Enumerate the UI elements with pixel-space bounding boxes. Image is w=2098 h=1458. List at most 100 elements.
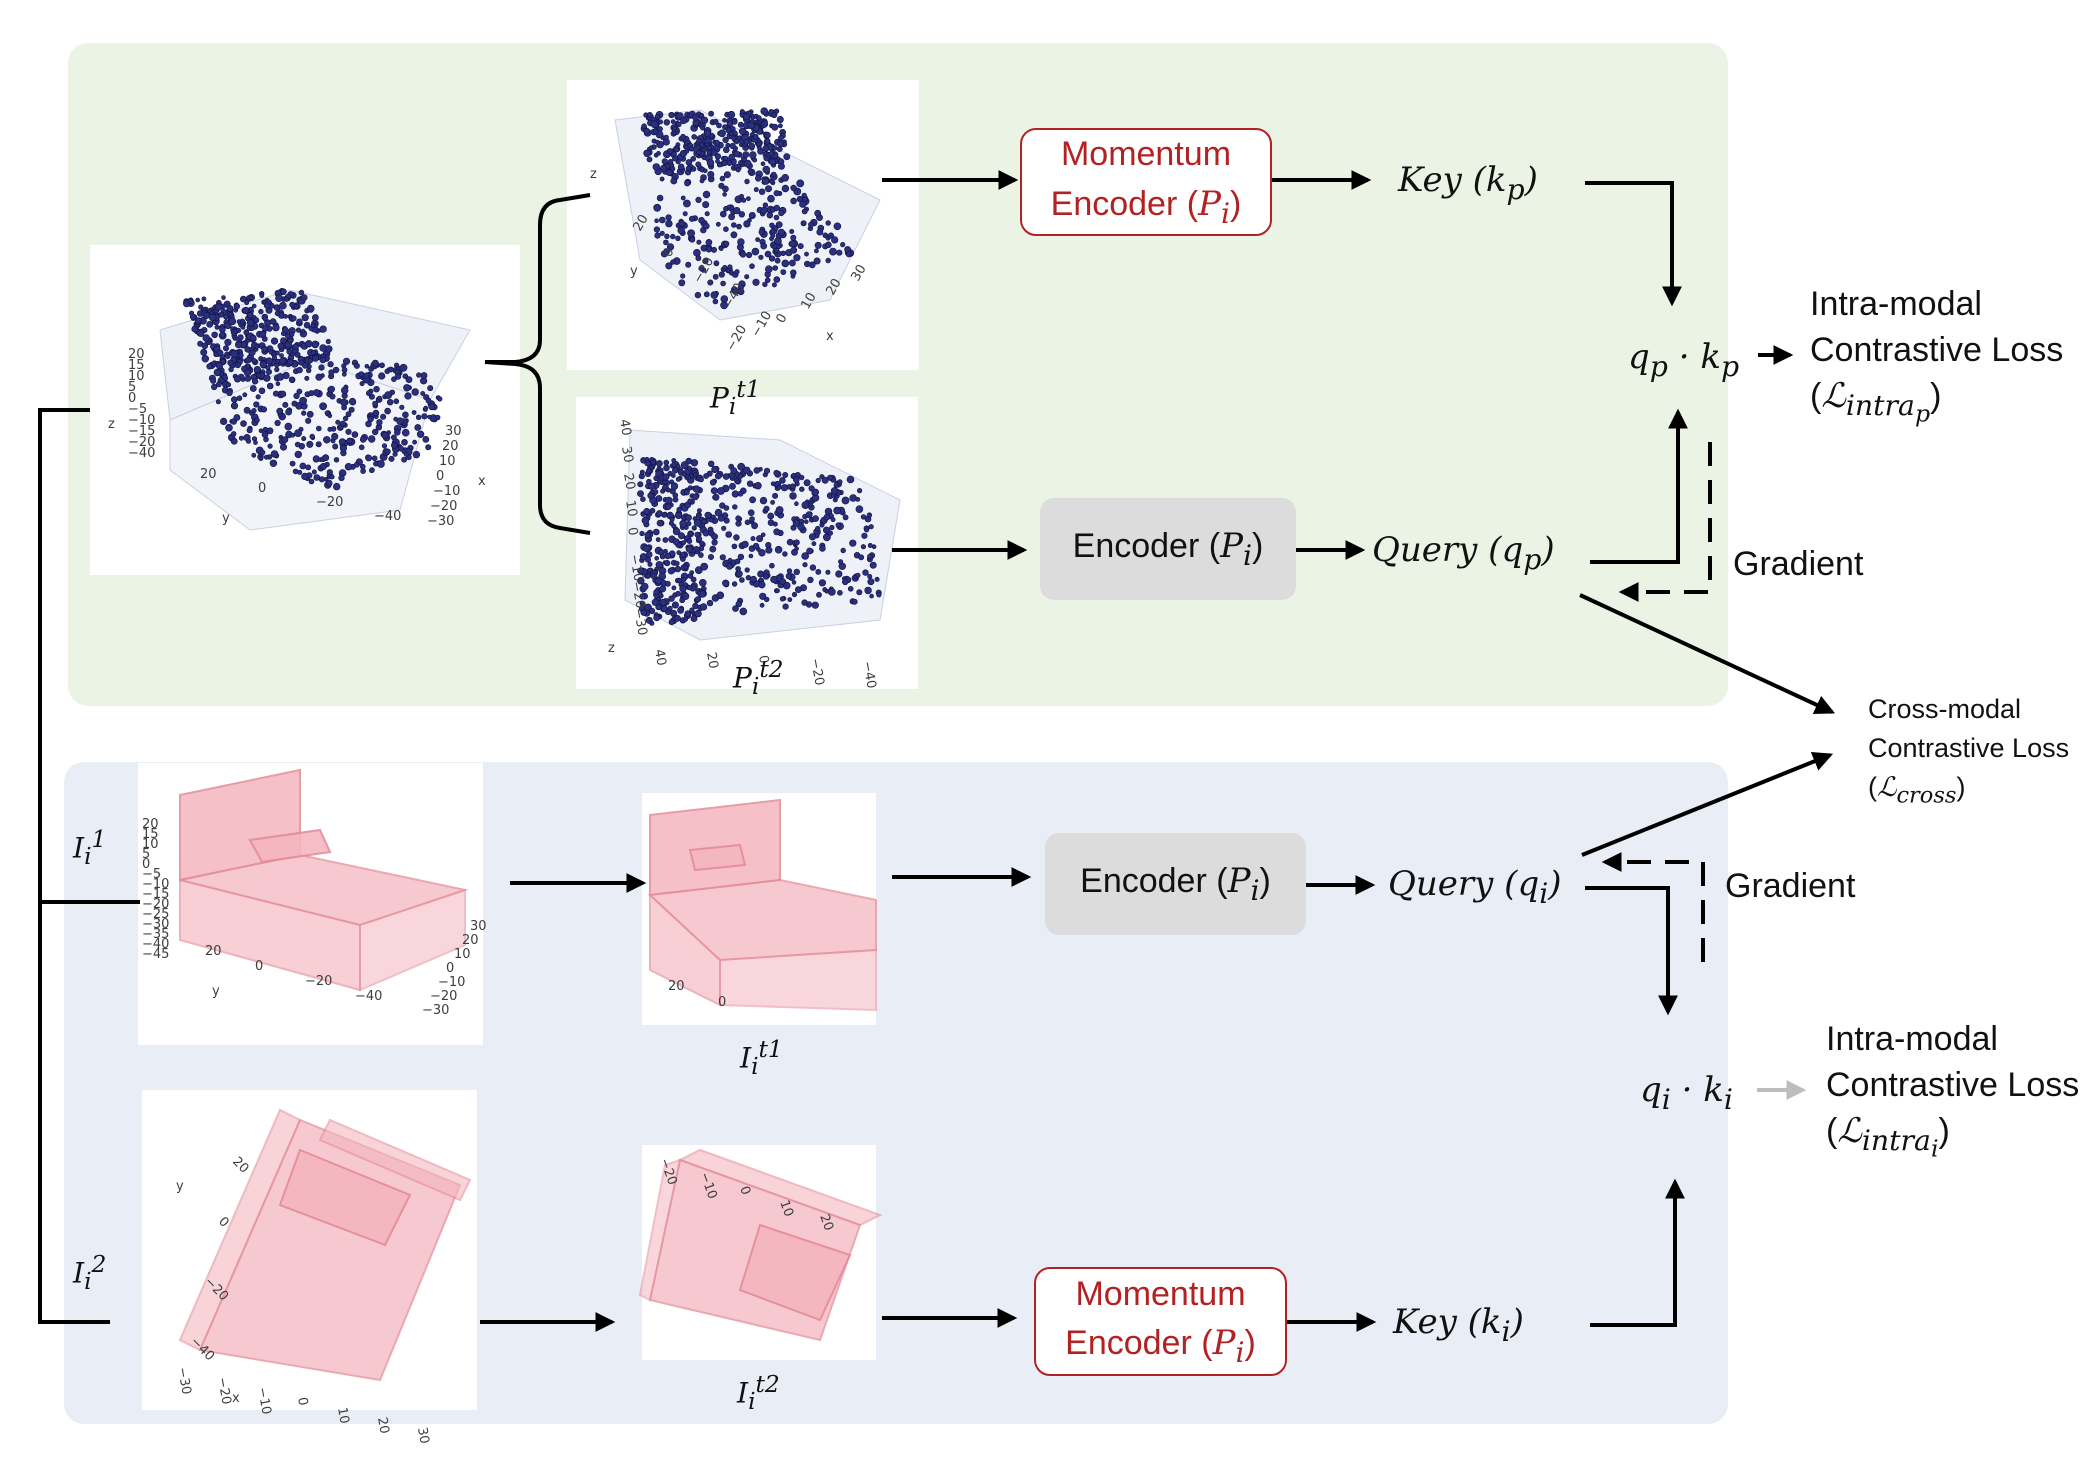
img1-y-ticks: 200−20−40 <box>205 944 382 1004</box>
cloud-point <box>694 531 701 538</box>
tick-label: 10 <box>128 369 145 384</box>
i-2-sup: 2 <box>91 1250 107 1278</box>
cloud-point <box>800 220 807 227</box>
cloud-point <box>707 553 714 560</box>
pc-main-x-label: x <box>478 474 486 489</box>
cloud-point <box>251 436 258 442</box>
cloud-point <box>255 394 261 400</box>
cloud-point <box>397 445 404 452</box>
tick-label: −30 <box>630 607 650 637</box>
cloud-point <box>750 575 757 583</box>
cloud-point <box>718 271 725 278</box>
cloud-point <box>759 496 768 505</box>
cloud-point <box>253 366 261 374</box>
cloud-point <box>760 532 766 538</box>
cloud-point <box>823 533 831 542</box>
cloud-point <box>663 119 670 126</box>
cloud-point <box>799 486 805 492</box>
img1-y-label: y <box>212 984 220 999</box>
cloud-point <box>688 215 696 222</box>
cloud-point <box>637 567 644 575</box>
cloud-point <box>676 577 683 584</box>
cloud-point <box>760 120 769 128</box>
cloud-point <box>236 319 242 324</box>
cloud-point <box>231 396 238 403</box>
cloud-point <box>315 373 323 381</box>
cloud-point <box>753 467 761 474</box>
p-t2-sub: i <box>751 671 760 700</box>
cloud-point <box>251 303 257 309</box>
cloud-point <box>292 343 299 351</box>
encoder-top: Encoder (Pi) <box>1040 498 1296 600</box>
cloud-point <box>260 406 268 413</box>
cloud-point <box>789 259 796 267</box>
cloud-point <box>235 341 243 349</box>
cloud-point <box>286 358 294 366</box>
gradient-label-bottom: Gradient <box>1725 867 1856 905</box>
cloud-point <box>691 113 699 121</box>
cloud-point <box>663 248 670 255</box>
cloud-point <box>678 279 686 287</box>
loss-intra-i-symbol: ℒ <box>1837 1110 1862 1151</box>
cloud-point <box>401 456 407 463</box>
cloud-point <box>799 200 807 208</box>
cloud-point <box>814 209 822 217</box>
tick-label: 20 <box>462 933 479 948</box>
cloud-point <box>228 317 237 326</box>
cloud-point <box>306 410 314 418</box>
cloud-point <box>738 193 745 200</box>
cloud-point <box>411 388 419 396</box>
cloud-point <box>746 196 751 201</box>
cloud-point <box>646 468 652 474</box>
cloud-point <box>296 318 303 325</box>
query-i-sub: i <box>1539 876 1549 910</box>
cloud-point <box>777 162 785 170</box>
cloud-point <box>253 317 260 324</box>
cloud-point <box>759 602 765 608</box>
cloud-point <box>645 573 651 579</box>
cloud-point <box>195 297 200 303</box>
cloud-point <box>697 508 702 513</box>
cloud-point <box>772 492 779 499</box>
arrow-keyi-to-doti <box>1590 1178 1685 1327</box>
momentum-bottom-close: ) <box>1244 1324 1256 1363</box>
loss-cross-line2: Contrastive Loss <box>1868 733 2070 764</box>
bed-mesh-image-t2 <box>638 1148 883 1342</box>
cloud-point <box>856 488 863 494</box>
cloud-point <box>672 155 679 162</box>
arrow-queryp-to-dotp <box>1590 408 1688 564</box>
pc-t1-y-ticks: 200−20−40 <box>630 212 747 312</box>
cloud-point <box>774 257 781 264</box>
cloud-point <box>364 363 370 369</box>
cloud-point <box>655 577 663 585</box>
cloud-point <box>712 298 719 305</box>
cloud-point <box>723 517 730 524</box>
cloud-point <box>749 151 757 159</box>
tick-label: −10 <box>128 413 155 428</box>
cloud-point <box>829 524 835 531</box>
cloud-point <box>225 382 232 388</box>
cloud-point <box>779 477 786 484</box>
cloud-point <box>276 373 285 381</box>
key-i-label: Key (ki) <box>1393 1300 1524 1351</box>
cloud-point <box>747 168 753 175</box>
cloud-point <box>741 197 747 203</box>
tick-label: −40 <box>859 660 879 690</box>
loss-intra-p-line1: Intra-modal <box>1810 285 1982 323</box>
cloud-point <box>734 558 741 565</box>
pc-t1-points <box>640 107 855 310</box>
cloud-point <box>764 185 772 193</box>
cloud-point <box>840 242 846 248</box>
cloud-point <box>758 581 766 589</box>
cloud-point <box>197 329 205 337</box>
tick-label: −20 <box>316 495 343 510</box>
cloud-point <box>282 401 289 408</box>
cloud-point <box>665 214 672 221</box>
cloud-point <box>327 426 333 432</box>
cloud-point <box>842 514 849 521</box>
cloud-point <box>739 251 747 258</box>
cloud-point <box>745 574 752 581</box>
cloud-point <box>274 419 281 427</box>
cloud-point <box>639 593 646 600</box>
label-i-1: Ii1 <box>73 825 106 870</box>
